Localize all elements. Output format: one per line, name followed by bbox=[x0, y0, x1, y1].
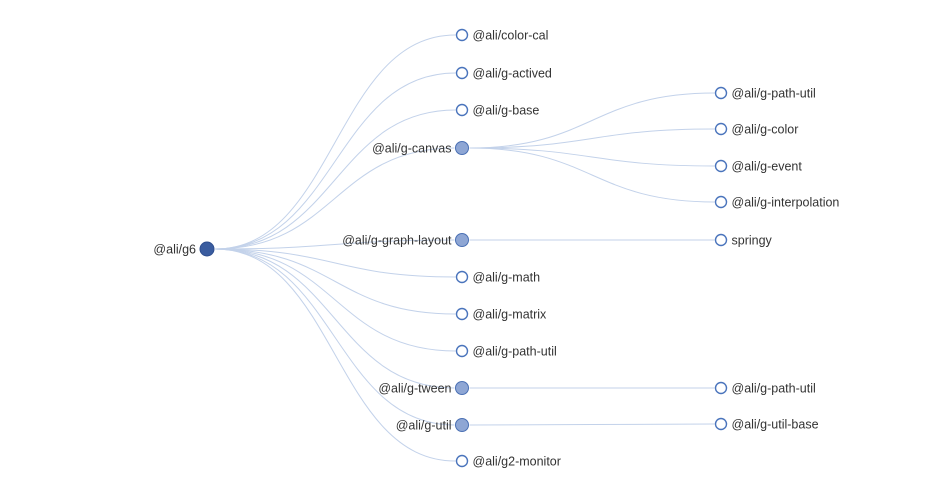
tree-node-g-util-base[interactable]: @ali/g-util-base bbox=[714, 417, 819, 431]
tree-edge-g6-g-actived bbox=[214, 72, 456, 250]
tree-edge-g-util-g-util-base bbox=[469, 423, 715, 426]
tree-node-g-path-util-2[interactable]: @ali/g-path-util bbox=[714, 86, 816, 100]
tree-node-g-matrix[interactable]: @ali/g-matrix bbox=[455, 307, 548, 321]
node-circle-g-path-util-3[interactable] bbox=[714, 381, 728, 395]
node-circle-g-path-util[interactable] bbox=[455, 344, 469, 358]
tree-node-g-graph-layout[interactable]: @ali/g-graph-layout bbox=[342, 233, 469, 247]
node-circle-g-tween[interactable] bbox=[455, 381, 469, 395]
node-circle-g-canvas[interactable] bbox=[455, 141, 469, 155]
tree-edge-g6-g-base bbox=[214, 109, 456, 250]
node-circle-g2-monitor[interactable] bbox=[455, 454, 469, 468]
tree-edge-g6-color-cal bbox=[214, 34, 456, 250]
node-circle-g-path-util-2[interactable] bbox=[714, 86, 728, 100]
node-label-g-math: @ali/g-math bbox=[473, 270, 541, 284]
tree-node-g-math[interactable]: @ali/g-math bbox=[455, 270, 541, 284]
node-label-g-base: @ali/g-base bbox=[473, 103, 540, 117]
tree-node-g-color[interactable]: @ali/g-color bbox=[714, 122, 799, 136]
node-label-g-interpolation: @ali/g-interpolation bbox=[732, 195, 840, 209]
node-label-g-tween: @ali/g-tween bbox=[378, 381, 451, 395]
node-label-g-path-util-3: @ali/g-path-util bbox=[732, 381, 816, 395]
node-label-g-graph-layout: @ali/g-graph-layout bbox=[342, 233, 452, 247]
nodes-layer: @ali/g6 @ali/color-cal @ali/g-actived @ali/… bbox=[153, 28, 839, 468]
node-circle-g-event[interactable] bbox=[714, 159, 728, 173]
tree-edge-g6-g-graph-layout bbox=[214, 239, 455, 250]
node-label-g-matrix: @ali/g-matrix bbox=[473, 307, 548, 321]
tree-node-g-path-util-3[interactable]: @ali/g-path-util bbox=[714, 381, 816, 395]
node-circle-g-util[interactable] bbox=[455, 418, 469, 432]
tree-node-color-cal[interactable]: @ali/color-cal bbox=[455, 28, 549, 42]
tree-edge-g6-g-math bbox=[214, 248, 456, 278]
tree-edge-g6-g-canvas bbox=[214, 147, 455, 250]
node-circle-g-matrix[interactable] bbox=[455, 307, 469, 321]
tree-node-g-path-util[interactable]: @ali/g-path-util bbox=[455, 344, 557, 358]
tree-edge-g6-g-util bbox=[214, 248, 455, 426]
tree-edge-g-canvas-g-interpolation bbox=[469, 147, 715, 203]
tree-edge-g-canvas-g-color bbox=[469, 128, 715, 149]
node-circle-g-util-base[interactable] bbox=[714, 417, 728, 431]
node-circle-g-graph-layout[interactable] bbox=[455, 233, 469, 247]
node-circle-color-cal[interactable] bbox=[455, 28, 469, 42]
node-label-g-color: @ali/g-color bbox=[732, 122, 799, 136]
node-label-g2-monitor: @ali/g2-monitor bbox=[473, 454, 561, 468]
node-circle-g-actived[interactable] bbox=[455, 66, 469, 80]
node-label-g-actived: @ali/g-actived bbox=[473, 66, 552, 80]
node-label-g6: @ali/g6 bbox=[153, 242, 196, 256]
tree-node-g2-monitor[interactable]: @ali/g2-monitor bbox=[455, 454, 561, 468]
node-circle-g-math[interactable] bbox=[455, 270, 469, 284]
node-circle-g-base[interactable] bbox=[455, 103, 469, 117]
tree-node-springy[interactable]: springy bbox=[714, 233, 773, 247]
node-label-g-event: @ali/g-event bbox=[732, 159, 803, 173]
tree-edge-g6-g-matrix bbox=[214, 248, 456, 315]
tree-node-g-actived[interactable]: @ali/g-actived bbox=[455, 66, 552, 80]
tree-node-g-event[interactable]: @ali/g-event bbox=[714, 159, 803, 173]
tree-edge-g6-g-tween bbox=[214, 248, 455, 389]
node-label-g-util: @ali/g-util bbox=[396, 418, 452, 432]
node-label-g-util-base: @ali/g-util-base bbox=[732, 417, 819, 431]
tree-edge-g6-g-path-util bbox=[214, 248, 456, 352]
tree-node-g-tween[interactable]: @ali/g-tween bbox=[378, 381, 469, 395]
node-circle-g-color[interactable] bbox=[714, 122, 728, 136]
tree-node-g-base[interactable]: @ali/g-base bbox=[455, 103, 540, 117]
tree-node-g6[interactable]: @ali/g6 bbox=[153, 241, 215, 257]
tree-node-g-interpolation[interactable]: @ali/g-interpolation bbox=[714, 195, 840, 209]
node-label-g-path-util-2: @ali/g-path-util bbox=[732, 86, 816, 100]
tree-node-g-util[interactable]: @ali/g-util bbox=[396, 418, 469, 432]
node-circle-g6[interactable] bbox=[199, 241, 215, 257]
node-circle-g-interpolation[interactable] bbox=[714, 195, 728, 209]
tree-edge-g-canvas-g-path-util-2 bbox=[469, 92, 715, 149]
node-label-color-cal: @ali/color-cal bbox=[473, 28, 549, 42]
node-label-springy: springy bbox=[732, 233, 773, 247]
node-label-g-path-util: @ali/g-path-util bbox=[473, 344, 557, 358]
node-label-g-canvas: @ali/g-canvas bbox=[372, 141, 451, 155]
tree-edge-g6-g2-monitor bbox=[214, 248, 456, 462]
edges-layer bbox=[214, 34, 715, 462]
node-circle-springy[interactable] bbox=[714, 233, 728, 247]
tree-edge-g-canvas-g-event bbox=[469, 147, 715, 167]
tree-node-g-canvas[interactable]: @ali/g-canvas bbox=[372, 141, 469, 155]
